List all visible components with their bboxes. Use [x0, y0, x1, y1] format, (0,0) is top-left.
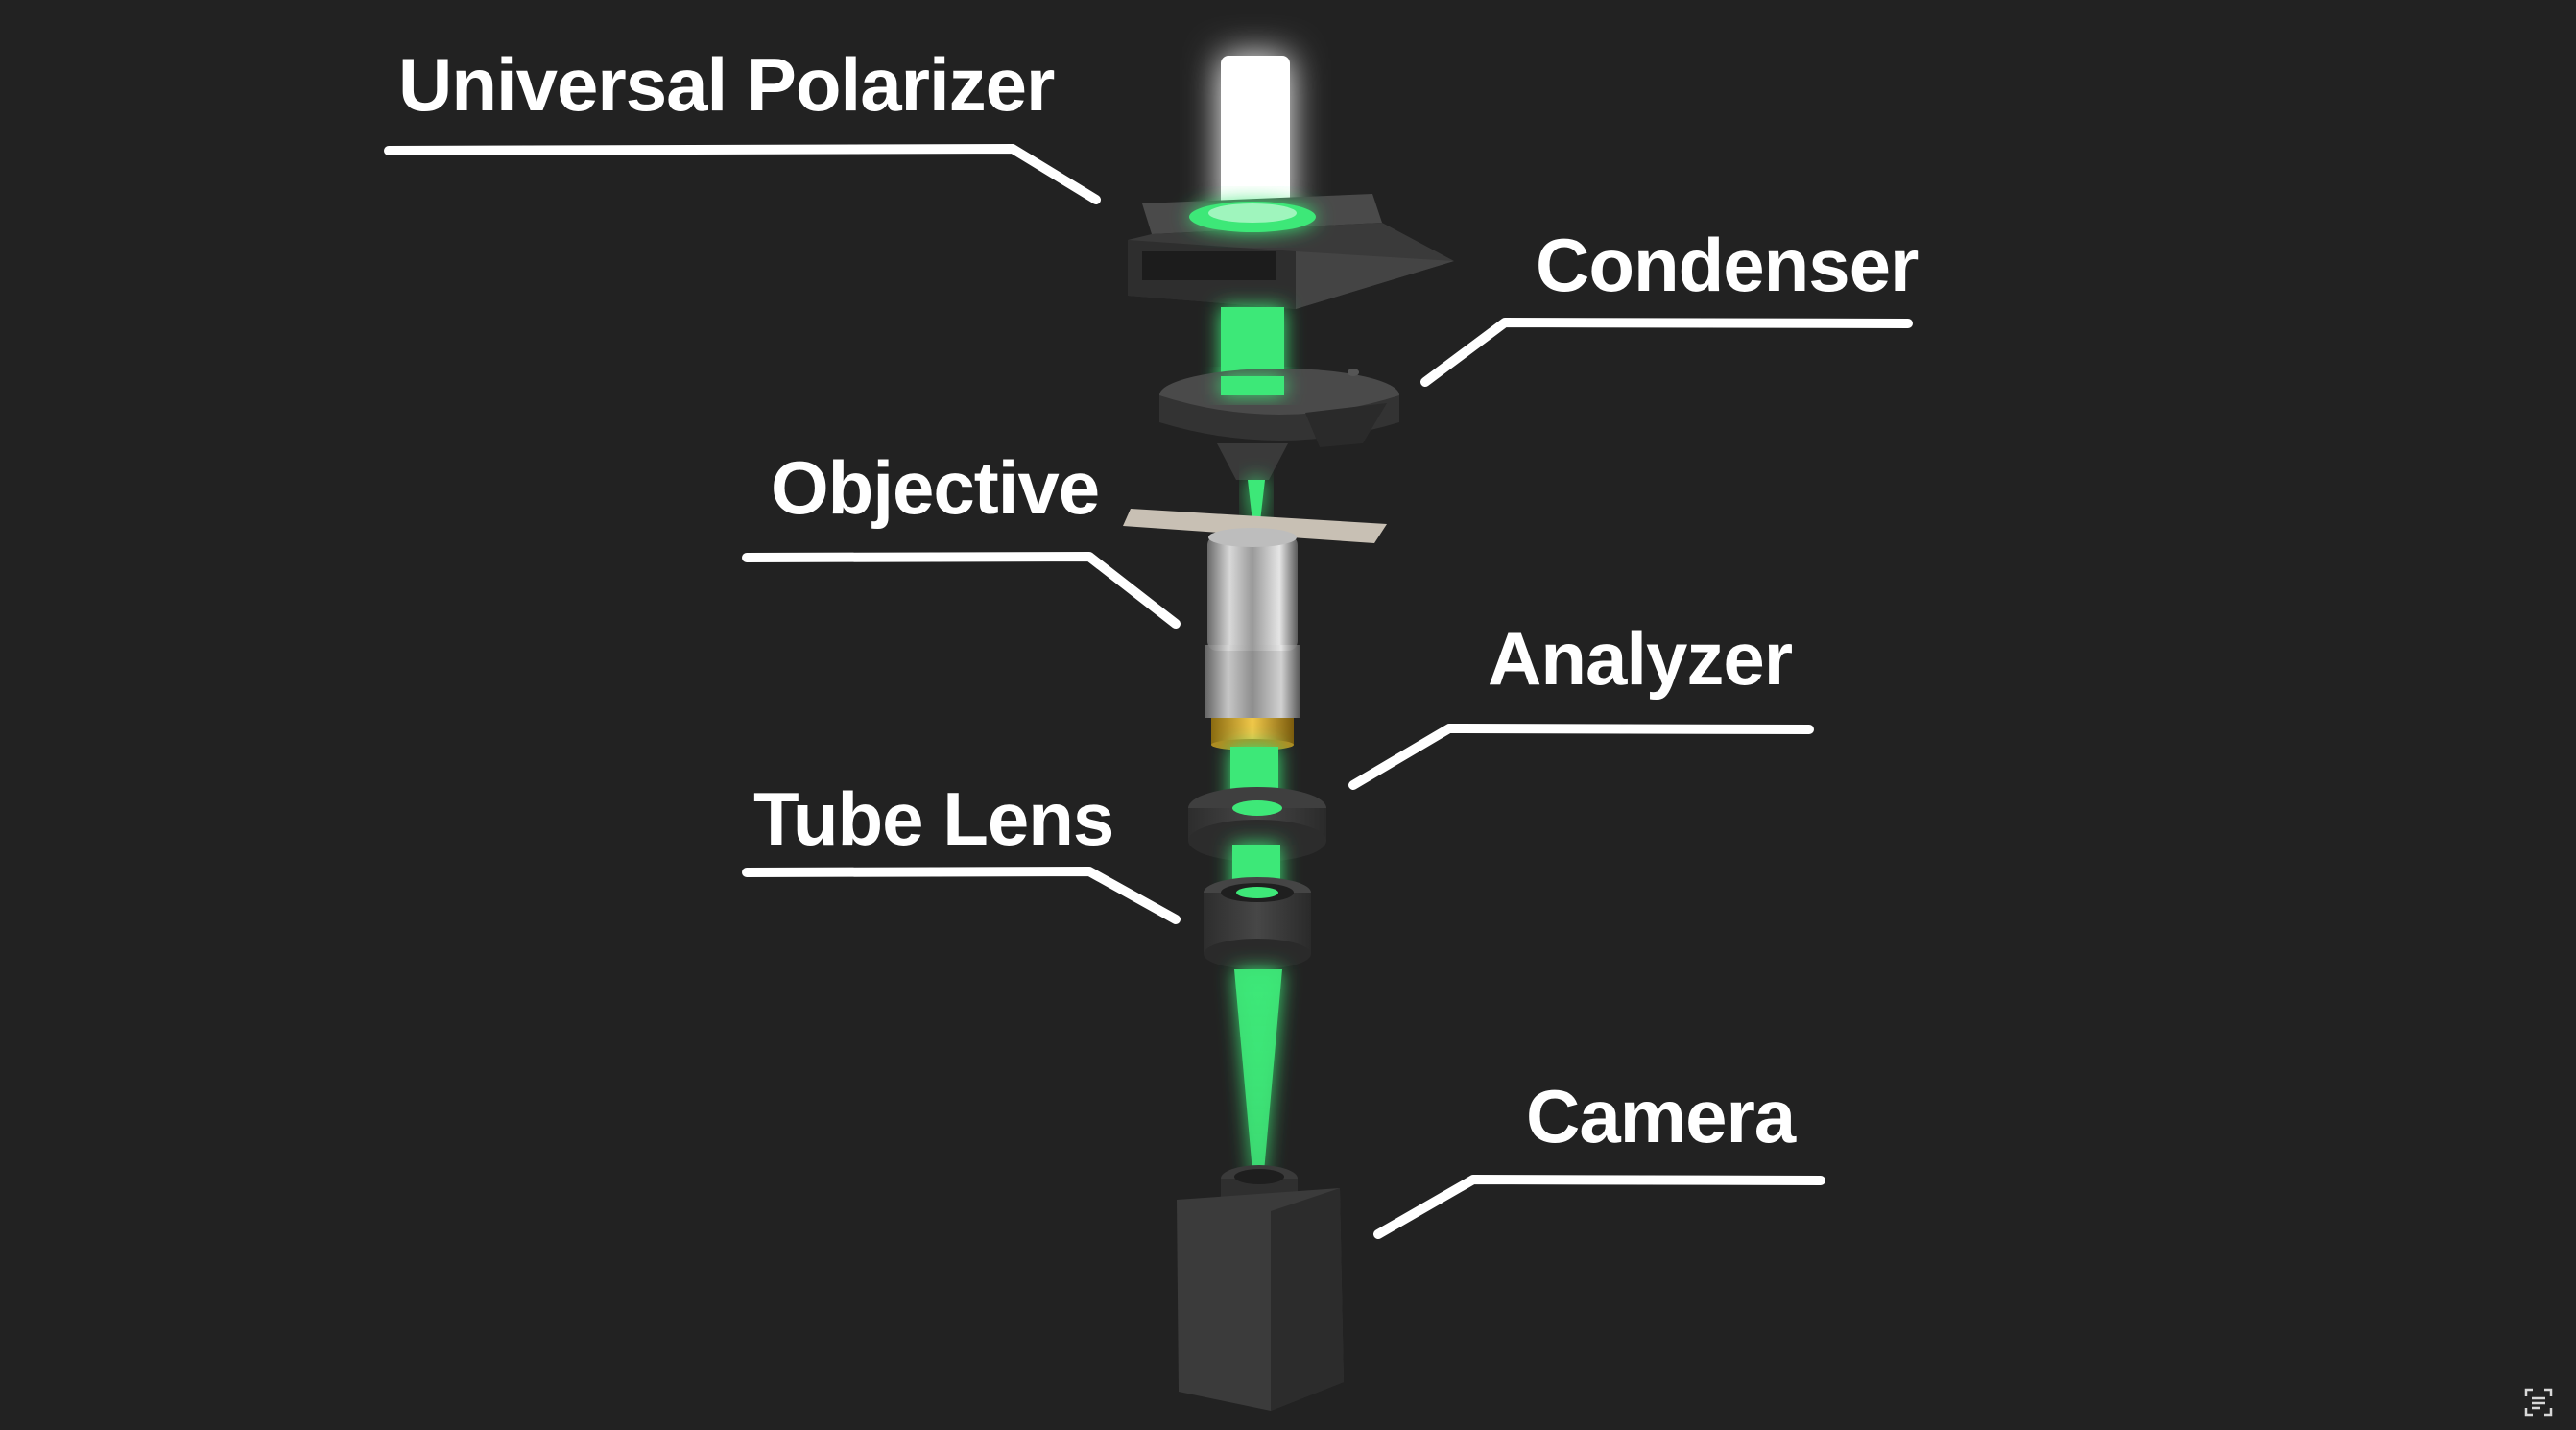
- analyzer: [1188, 787, 1326, 862]
- condenser-tip: [1217, 443, 1288, 480]
- objective-lens: [1205, 528, 1300, 751]
- label-analyzer: Analyzer: [1488, 616, 1793, 701]
- label-objective: Objective: [771, 445, 1099, 530]
- scan-text-icon[interactable]: [2524, 1388, 2553, 1417]
- leader-camera: [1373, 1175, 1825, 1239]
- sample-slide: [1123, 509, 1387, 543]
- camera: [1177, 1165, 1344, 1411]
- condenser-body: [1159, 369, 1399, 447]
- leader-condenser: [1420, 318, 1913, 387]
- lamp: [1221, 56, 1290, 219]
- converging-beam: [1234, 969, 1282, 1182]
- leader-analyzer: [1348, 724, 1814, 790]
- label-tube-lens: Tube Lens: [753, 776, 1113, 861]
- tube-lens: [1204, 877, 1311, 969]
- universal-polarizer-housing: [1128, 194, 1454, 309]
- label-condenser: Condenser: [1536, 223, 1919, 307]
- leader-universal-polarizer: [384, 144, 1101, 204]
- label-universal-polarizer: Universal Polarizer: [398, 42, 1055, 127]
- leader-tube-lens: [742, 867, 1181, 924]
- leader-objective: [742, 552, 1181, 629]
- label-camera: Camera: [1526, 1074, 1797, 1158]
